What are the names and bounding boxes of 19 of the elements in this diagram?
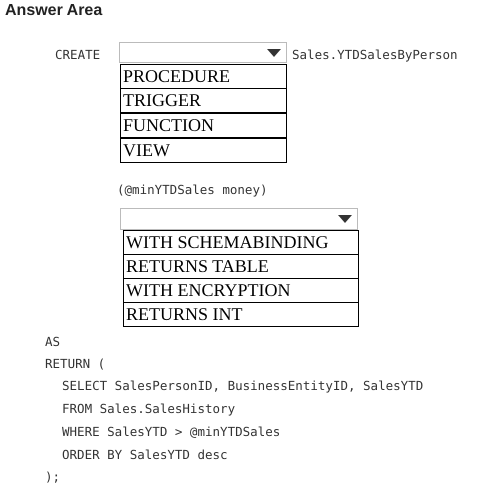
dropdown-option: RETURNS TABLE <box>123 254 359 279</box>
code-text: CREATE <box>55 47 100 62</box>
code-text: (@minYTDSales money) <box>117 182 268 197</box>
heading: Answer Area <box>5 2 102 20</box>
code-text: AS <box>45 334 60 349</box>
code-text: ORDER BY SalesYTD desc <box>62 447 228 462</box>
code-text: ); <box>45 469 60 484</box>
code-text: WHERE SalesYTD > @minYTDSales <box>62 424 280 439</box>
dropdown-option: FUNCTION <box>120 113 287 138</box>
dropdown-option: VIEW <box>120 138 287 163</box>
dropdown-option: WITH ENCRYPTION <box>123 278 359 303</box>
code-text: SELECT SalesPersonID, BusinessEntityID, SalesYTD <box>62 378 424 393</box>
code-text: RETURN ( <box>45 356 106 371</box>
dropdown-option: TRIGGER <box>120 88 287 113</box>
dropdown-option: PROCEDURE <box>120 64 287 89</box>
dropdown-option: WITH SCHEMABINDING <box>123 230 359 255</box>
code-text: FROM Sales.SalesHistory <box>62 401 236 416</box>
dropdown-option: RETURNS INT <box>123 302 359 327</box>
code-text: Sales.YTDSalesByPerson <box>292 47 458 62</box>
